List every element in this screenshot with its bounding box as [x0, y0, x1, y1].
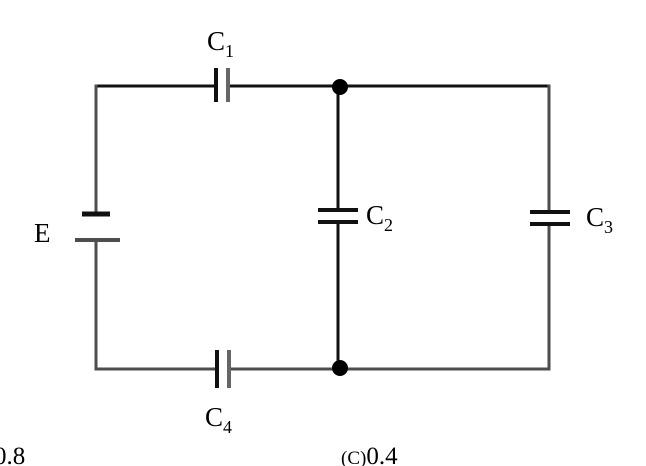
capacitor-c2	[318, 208, 358, 224]
label-c4: C4	[205, 402, 232, 437]
option-right: (C)0.4	[341, 443, 398, 466]
label-battery-e: E	[34, 218, 51, 248]
capacitor-c3	[530, 210, 570, 226]
junction-dot-bottom	[332, 360, 348, 376]
capacitor-c4	[215, 350, 231, 388]
junction-dot-top	[332, 79, 348, 95]
battery-e	[75, 211, 120, 242]
label-c2: C2	[366, 200, 393, 235]
capacitor-c1	[214, 68, 230, 102]
label-c3: C3	[586, 202, 613, 237]
option-left-value: 0.8	[0, 443, 25, 466]
label-c1: C1	[207, 26, 234, 61]
